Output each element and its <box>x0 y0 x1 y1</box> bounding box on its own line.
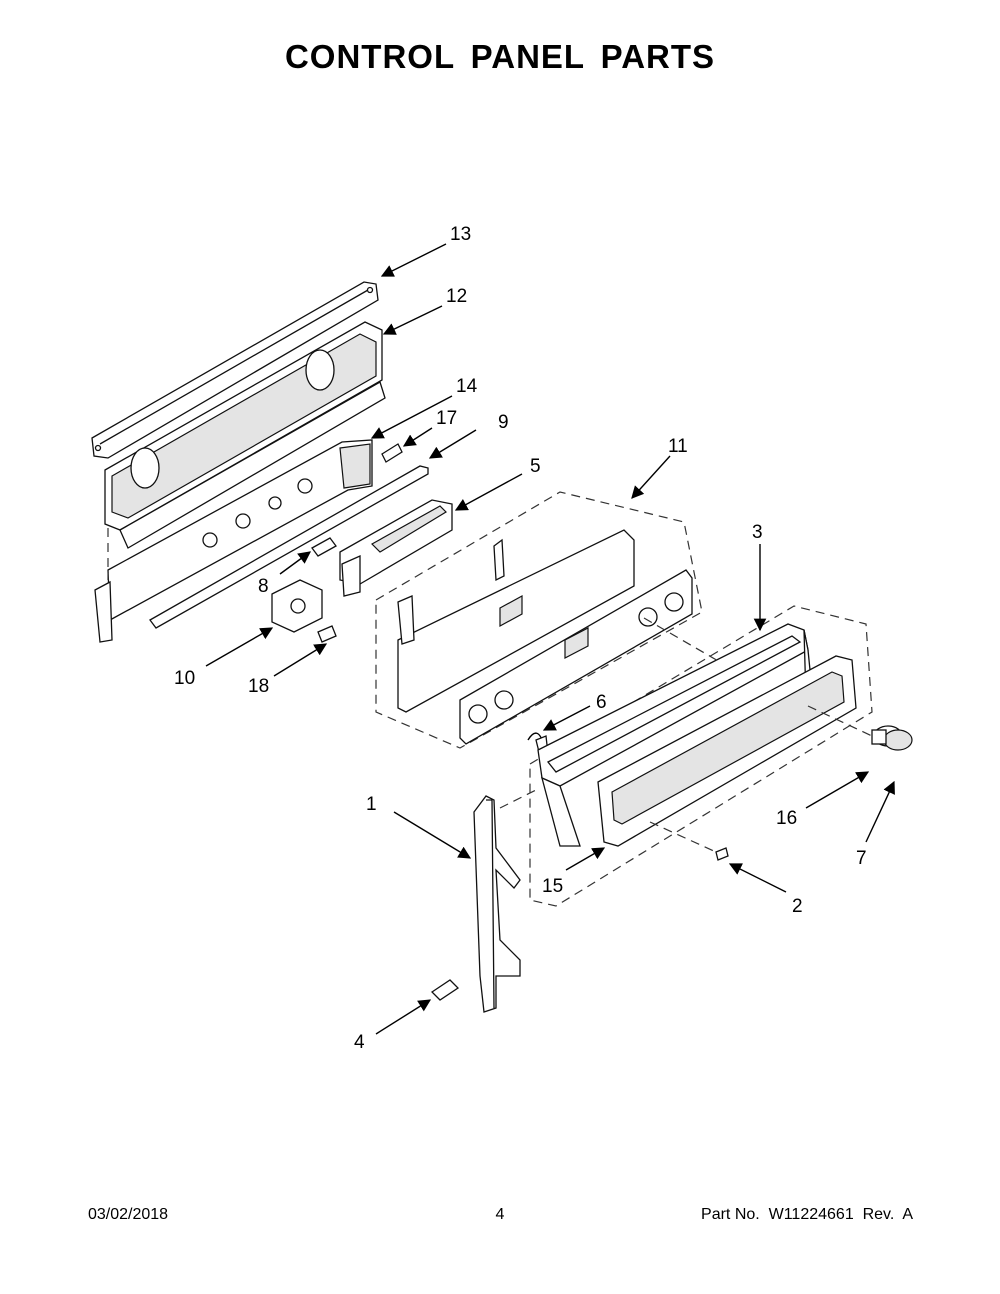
footer-page-number: 4 <box>495 1206 505 1223</box>
callout-6: 6 <box>596 692 607 713</box>
part-5-control-board <box>339 499 453 597</box>
part-13-gasket <box>91 281 379 459</box>
part-11-control-panel <box>375 491 703 749</box>
callout-7: 7 <box>856 848 867 869</box>
part-3-trim-assembly <box>529 605 873 907</box>
part-14-console-bracket <box>94 439 373 643</box>
part-17-screw <box>381 443 403 463</box>
callout-13: 13 <box>450 224 471 245</box>
part-7-knob <box>871 725 913 751</box>
callout-4: 4 <box>354 1032 365 1053</box>
part-15-trim-frame <box>597 655 857 847</box>
callout-15: 15 <box>542 876 563 897</box>
callout-17: 17 <box>436 408 457 429</box>
callout-1: 1 <box>366 794 377 815</box>
callout-18: 18 <box>248 676 269 697</box>
callout-8: 8 <box>258 576 269 597</box>
part-10-switch <box>271 579 323 633</box>
part-9-rod <box>149 465 429 629</box>
callout-16: 16 <box>776 808 797 829</box>
part-1-side-bracket <box>473 795 521 1013</box>
callout-10: 10 <box>174 668 195 689</box>
part-12-upper-housing <box>104 321 386 549</box>
callout-5: 5 <box>530 456 541 477</box>
callout-11: 11 <box>668 436 688 457</box>
callout-3: 3 <box>752 522 763 543</box>
callout-14: 14 <box>456 376 478 397</box>
callout-12: 12 <box>446 286 467 307</box>
footer-date: 03/02/2018 <box>88 1206 169 1223</box>
part-2-screw <box>715 847 729 861</box>
part-4-screw <box>430 979 460 1001</box>
callout-9: 9 <box>498 412 509 433</box>
page-title: CONTROL PANEL PARTS <box>284 38 716 75</box>
part-18-screw <box>317 625 337 643</box>
callout-2: 2 <box>792 896 803 917</box>
part-8-screw <box>311 537 337 557</box>
footer-part-number: Part No. W11224661 Rev. A <box>701 1206 913 1223</box>
